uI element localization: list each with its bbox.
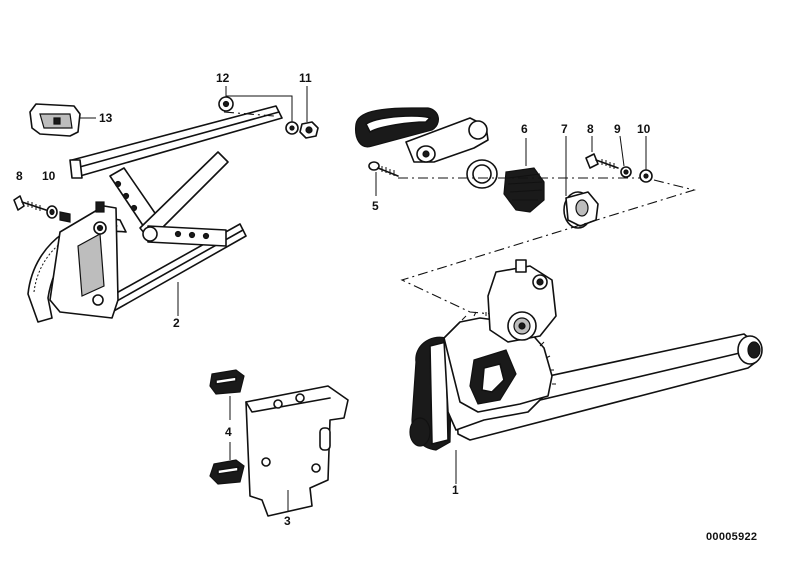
- window-crank-handle: [355, 107, 489, 163]
- label-part-1: 1: [452, 483, 459, 497]
- label-part-2: 2: [173, 316, 180, 330]
- label-part-4: 4: [225, 425, 232, 439]
- part-13-clip: [29, 103, 96, 137]
- part-4-clips: [209, 369, 245, 485]
- part-5-screw: [368, 161, 399, 196]
- part-8-right-screw: [585, 136, 619, 169]
- label-part-8-left: 8: [16, 169, 23, 183]
- label-part-10-left: 10: [42, 169, 56, 183]
- part-12-nut: [218, 86, 299, 135]
- part-2-manual-regulator: [27, 105, 283, 323]
- label-part-5: 5: [372, 199, 379, 213]
- part-1-electric-regulator: [409, 259, 763, 484]
- label-part-11: 11: [299, 71, 312, 85]
- part-6-spring: [466, 138, 545, 213]
- label-part-9: 9: [614, 122, 621, 136]
- assembly-centerlines: [223, 111, 697, 317]
- label-part-13: 13: [99, 111, 113, 125]
- part-10-right-washer: [639, 136, 653, 183]
- label-part-6: 6: [521, 122, 528, 136]
- label-part-7: 7: [561, 122, 568, 136]
- part-3-bracket: [245, 385, 349, 517]
- part-9-washer: [619, 135, 632, 178]
- label-part-12: 12: [216, 71, 230, 85]
- label-part-8-right: 8: [587, 122, 594, 136]
- part-10-left-washer: [46, 205, 71, 223]
- label-part-10-right: 10: [637, 122, 651, 136]
- part-11-nut: [299, 86, 319, 139]
- part-7-bush: [563, 136, 599, 229]
- part-8-left-screw: [13, 195, 47, 211]
- reference-code: 00005922: [706, 531, 757, 543]
- label-part-3: 3: [284, 514, 291, 528]
- part-labels: 1 2 3 4 5 6 7 8 9 10 8 10 11 12 13 00005…: [16, 71, 757, 543]
